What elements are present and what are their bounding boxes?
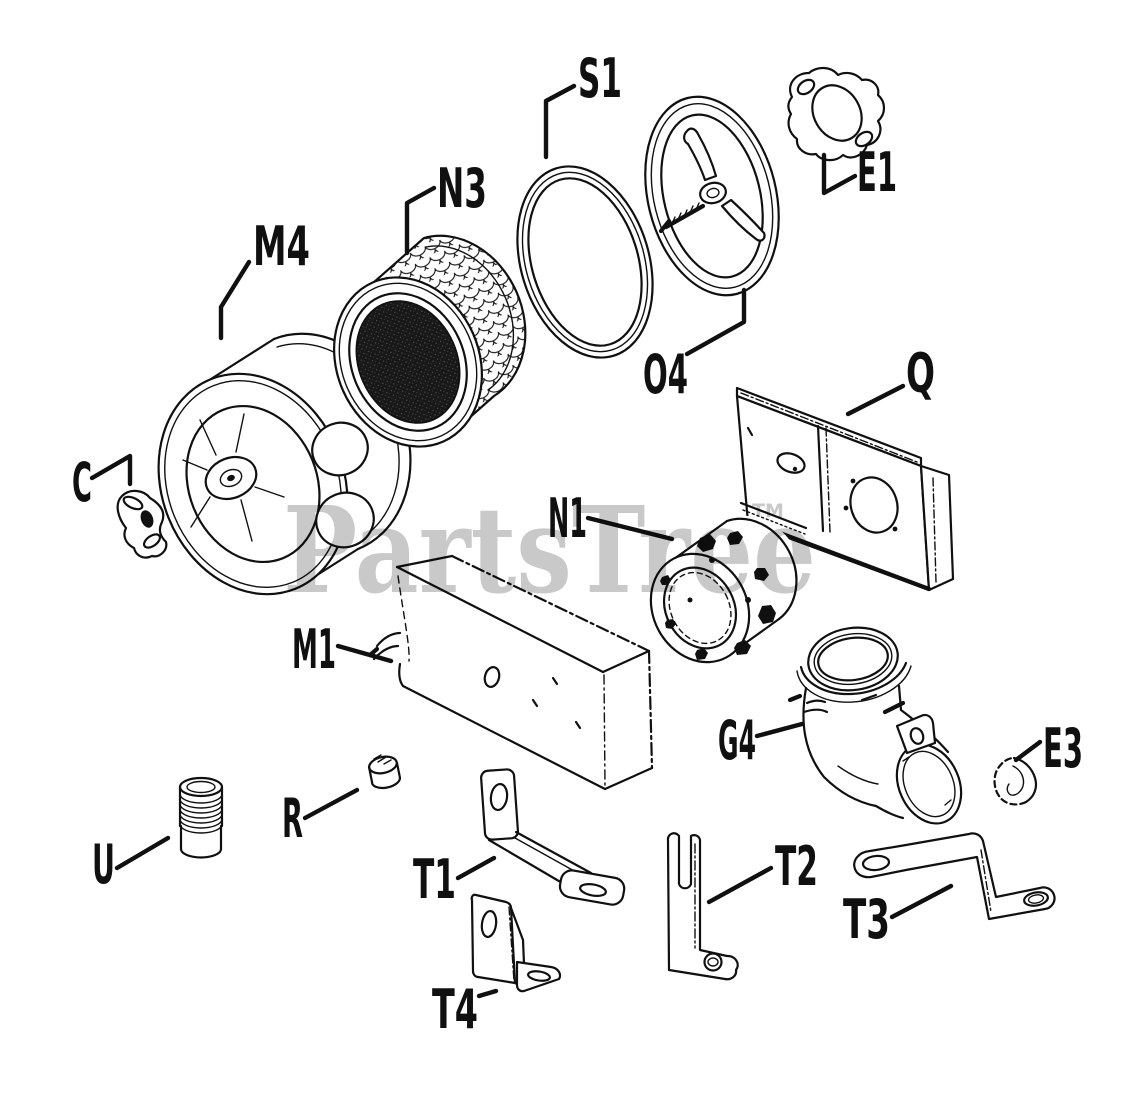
leader-N3 xyxy=(404,185,437,256)
part-T1-bracket xyxy=(480,768,626,906)
part-E3-clip xyxy=(993,756,1038,806)
leader-T2 xyxy=(706,865,774,905)
part-label-M1: M1 xyxy=(292,618,336,681)
leader-T4 xyxy=(476,988,499,999)
leader-Q xyxy=(845,383,906,417)
leader-E1 xyxy=(821,152,858,196)
part-label-O4: O4 xyxy=(643,343,688,406)
part-N3-air-filter-element xyxy=(333,232,533,448)
leader-G4 xyxy=(754,721,805,739)
leader-C xyxy=(89,453,133,487)
part-S1-gasket-ring xyxy=(516,165,654,359)
leader-R xyxy=(302,787,360,821)
part-label-R: R xyxy=(282,787,303,850)
part-label-N1: N1 xyxy=(548,487,587,550)
leader-M4 xyxy=(218,259,252,341)
part-T3-z-bracket xyxy=(853,832,1056,921)
part-U-threaded-nipple xyxy=(178,776,224,859)
leader-U xyxy=(114,835,171,871)
part-label-G4: G4 xyxy=(718,709,756,772)
leader-S1 xyxy=(543,83,577,160)
part-M1-bracket-panel xyxy=(367,554,654,791)
part-R-spacer xyxy=(367,754,402,790)
part-label-T4: T4 xyxy=(432,978,478,1041)
part-label-N3: N3 xyxy=(437,157,487,220)
leader-E3 xyxy=(1013,739,1043,763)
part-label-M4: M4 xyxy=(253,215,310,278)
part-label-T2: T2 xyxy=(775,835,818,898)
part-E1-flange-gasket xyxy=(787,66,886,162)
part-T4-angle-bracket xyxy=(470,893,562,993)
part-T2-bracket xyxy=(666,832,739,981)
leader-T1 xyxy=(455,855,497,881)
leader-T3 xyxy=(889,883,954,920)
part-label-Q: Q xyxy=(906,342,935,405)
part-G4-air-intake-elbow xyxy=(787,626,963,825)
part-label-E1: E1 xyxy=(857,141,897,204)
part-label-S1: S1 xyxy=(578,47,622,110)
part-Q-mounting-plate xyxy=(735,386,955,592)
part-label-T3: T3 xyxy=(843,888,890,951)
leader-O4 xyxy=(684,287,747,357)
leader-N1 xyxy=(585,515,675,542)
part-label-U: U xyxy=(92,833,115,896)
part-C-clamp-clip xyxy=(116,489,168,559)
part-label-E3: E3 xyxy=(1043,717,1083,780)
part-label-T1: T1 xyxy=(413,848,456,911)
part-N1-precleaner-element xyxy=(649,515,803,664)
part-O4-cover-plate xyxy=(644,95,780,297)
leader-M1 xyxy=(335,643,394,664)
part-label-C: C xyxy=(72,451,92,514)
